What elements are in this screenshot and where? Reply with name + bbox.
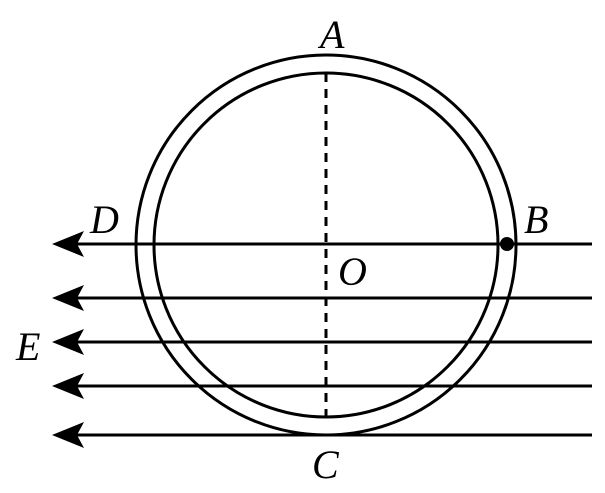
label-c: C [312,442,340,487]
label-a: A [317,12,345,57]
field-line-5 [52,422,592,448]
arrowhead-5 [52,422,84,448]
arrowhead-2 [52,285,84,311]
label-d: D [89,197,119,242]
arrowhead-3 [52,329,84,355]
field-line-4 [52,373,592,399]
arrowhead-4 [52,373,84,399]
field-lines [52,231,592,448]
label-o: O [338,249,367,294]
ball-at-b [500,237,514,251]
field-line-2 [52,285,592,311]
label-e: E [15,324,40,369]
field-line-3 [52,329,592,355]
label-b: B [524,197,548,242]
arrowhead-1 [52,231,84,257]
